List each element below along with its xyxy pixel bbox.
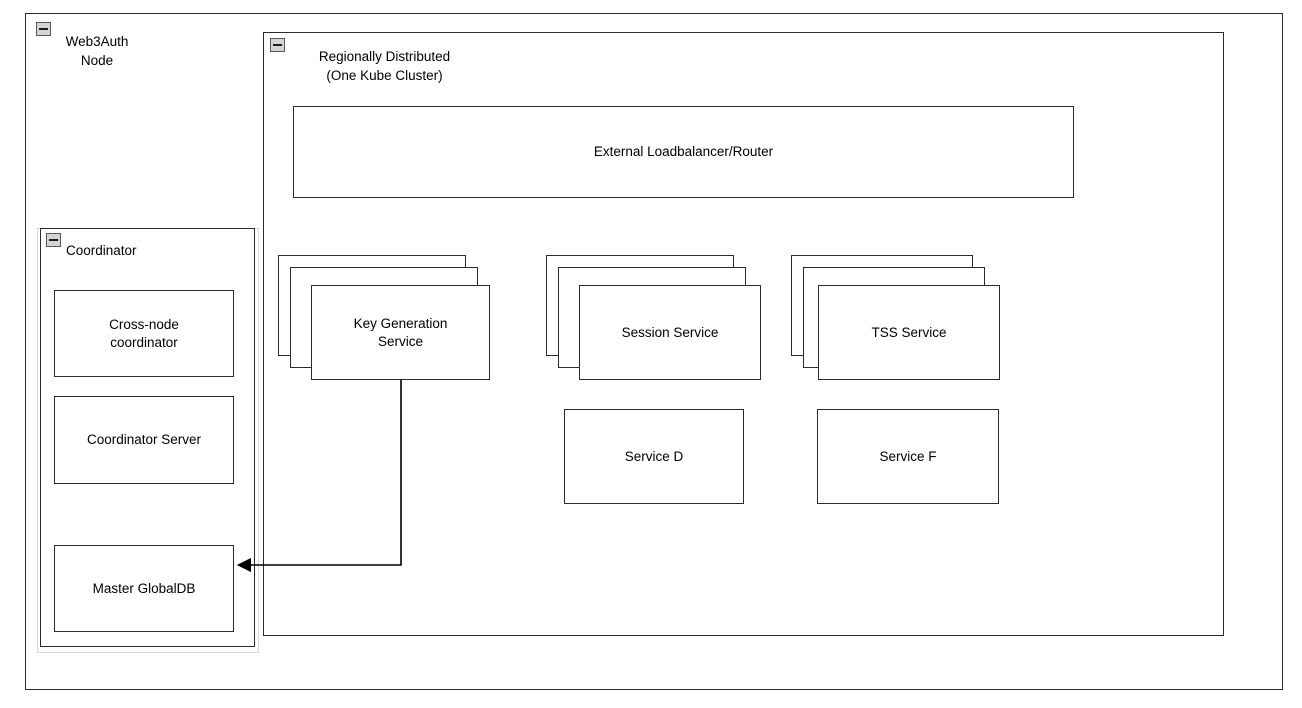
- collapse-icon-web3auth-node[interactable]: [36, 22, 51, 36]
- service-f[interactable]: Service F: [817, 409, 999, 504]
- group-label-coordinator: Coordinator: [66, 243, 137, 258]
- master-globaldb[interactable]: Master GlobalDB: [54, 545, 234, 632]
- session-service[interactable]: Session Service: [579, 285, 761, 380]
- key-generation-service[interactable]: Key Generation Service: [311, 285, 490, 380]
- group-label-web3auth-node: Web3Auth Node: [65, 34, 129, 68]
- collapse-icon-coordinator[interactable]: [46, 233, 61, 247]
- tss-service[interactable]: TSS Service: [818, 285, 1000, 380]
- group-label-kube-cluster: Regionally Distributed (One Kube Cluster…: [318, 49, 451, 83]
- coordinator-server[interactable]: Coordinator Server: [54, 396, 234, 484]
- collapse-icon-kube-cluster[interactable]: [270, 38, 285, 52]
- cross-node-coordinator[interactable]: Cross-node coordinator: [54, 290, 234, 377]
- external-loadbalancer-router[interactable]: External Loadbalancer/Router: [293, 106, 1074, 198]
- service-d[interactable]: Service D: [564, 409, 744, 504]
- stack-key-generation-service[interactable]: Key Generation Service: [278, 255, 490, 380]
- stack-session-service[interactable]: Session Service: [546, 255, 761, 380]
- stack-tss-service[interactable]: TSS Service: [791, 255, 1000, 380]
